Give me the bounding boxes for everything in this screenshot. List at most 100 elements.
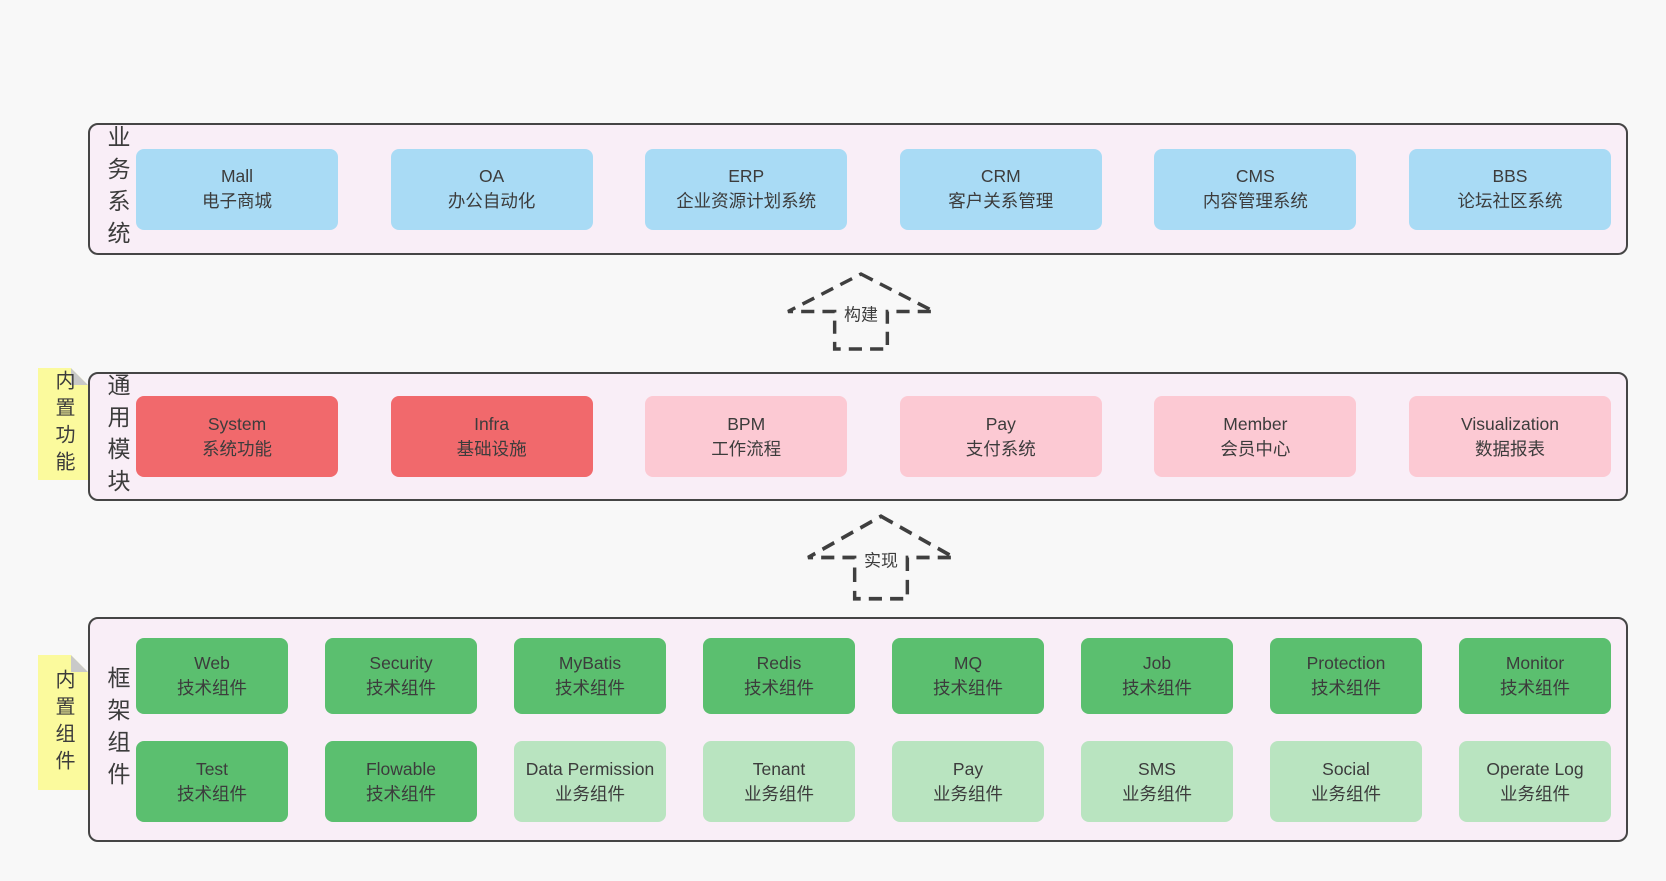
box-subtitle: 技术组件 [177, 783, 247, 804]
implement-arrow: 实现 [806, 514, 956, 601]
box-subtitle: 技术组件 [933, 678, 1003, 698]
box-title: Web [194, 653, 230, 674]
box-title: Mall [220, 166, 254, 187]
dashed-up-arrow-shape [787, 272, 935, 351]
box-title: ERP [728, 166, 765, 187]
box-pay: Pay 业务组件 [892, 741, 1044, 822]
box-bpm: BPM 工作流程 [645, 396, 848, 477]
box-subtitle: 技术组件 [1122, 678, 1192, 698]
box-oa: OA 办公自动化 [390, 148, 593, 230]
box-title: BPM [727, 413, 766, 434]
box-title: Tenant [752, 758, 806, 779]
box-social: Social 业务组件 [1270, 741, 1422, 822]
layer-side-label: 通用模块 [104, 372, 130, 501]
box-subtitle: 技术组件 [744, 678, 814, 698]
box-monitor: Monitor 技术组件 [1459, 638, 1611, 714]
box-title: Visualization [1461, 413, 1559, 434]
box-subtitle: 业务组件 [1500, 783, 1570, 804]
box-protection: Protection 技术组件 [1270, 638, 1422, 714]
box-title: Monitor [1505, 653, 1565, 674]
box-subtitle: 技术组件 [1500, 678, 1570, 698]
box-title: Protection [1306, 653, 1386, 674]
build-arrow: 构建 [786, 272, 936, 351]
box-title: Pay [952, 758, 984, 779]
box-operate-log: Operate Log 业务组件 [1459, 741, 1611, 822]
box-pay: Pay 支付系统 [899, 396, 1102, 477]
box-subtitle: 办公自动化 [447, 191, 536, 211]
box-test: Test 技术组件 [136, 741, 288, 822]
box-subtitle: 业务组件 [1122, 783, 1192, 804]
box-flowable: Flowable 技术组件 [325, 741, 477, 822]
dashed-up-arrow-shape [807, 514, 955, 601]
box-title: Pay [985, 413, 1016, 434]
box-erp: ERP 企业资源计划系统 [645, 148, 848, 230]
box-subtitle: 业务组件 [933, 783, 1003, 804]
box-subtitle: 企业资源计划系统 [676, 191, 817, 211]
box-subtitle: 工作流程 [711, 438, 782, 459]
box-title: Member [1223, 413, 1288, 434]
box-subtitle: 内容管理系统 [1202, 191, 1308, 211]
box-subtitle: 技术组件 [366, 783, 436, 804]
box-redis: Redis 技术组件 [703, 638, 855, 714]
box-title: Data Permission [525, 758, 655, 779]
box-title: SMS [1138, 758, 1176, 779]
box-title: CMS [1235, 166, 1275, 187]
box-cms: CMS 内容管理系统 [1154, 148, 1357, 230]
box-subtitle: 客户关系管理 [948, 191, 1054, 211]
box-subtitle: 基础设施 [456, 438, 527, 459]
box-tenant: Tenant 业务组件 [703, 741, 855, 822]
box-subtitle: 技术组件 [1311, 678, 1381, 698]
box-subtitle: 支付系统 [965, 438, 1036, 459]
box-title: Social [1322, 758, 1370, 779]
sticky-note-builtin-features: 内置功能 [38, 368, 88, 480]
box-title: Redis [756, 653, 802, 674]
sticky-note-builtin-components: 内置组件 [38, 655, 88, 790]
box-title: Test [195, 758, 229, 779]
box-subtitle: 系统功能 [202, 438, 272, 459]
box-member: Member 会员中心 [1154, 396, 1357, 477]
box-data-permission: Data Permission 业务组件 [514, 741, 666, 822]
box-subtitle: 论坛社区系统 [1457, 191, 1563, 211]
box-title: OA [478, 166, 505, 187]
build-arrow-label: 构建 [841, 300, 881, 326]
box-subtitle: 业务组件 [744, 783, 814, 804]
box-job: Job 技术组件 [1081, 638, 1233, 714]
sticky-note-label: 内置功能 [52, 370, 74, 478]
box-sms: SMS 业务组件 [1081, 741, 1233, 822]
box-subtitle: 业务组件 [555, 783, 625, 804]
box-title: Job [1142, 653, 1172, 674]
box-title: Operate Log [1486, 758, 1584, 779]
implement-arrow-label: 实现 [861, 546, 901, 572]
layer-side-label: 框架组件 [104, 665, 130, 794]
box-subtitle: 业务组件 [1311, 783, 1381, 804]
box-subtitle: 技术组件 [366, 678, 436, 698]
layer-side-label: 业务系统 [104, 125, 130, 253]
sticky-note-label: 内置组件 [52, 668, 74, 777]
box-mybatis: MyBatis 技术组件 [514, 638, 666, 714]
box-subtitle: 技术组件 [555, 678, 625, 698]
box-subtitle: 会员中心 [1220, 438, 1291, 459]
box-title: Infra [474, 413, 510, 434]
box-visualization: Visualization 数据报表 [1408, 396, 1611, 477]
box-title: MyBatis [558, 653, 622, 674]
box-title: Flowable [365, 758, 437, 779]
box-subtitle: 数据报表 [1474, 438, 1545, 459]
box-title: MQ [953, 653, 983, 674]
box-infra: Infra 基础设施 [390, 396, 593, 477]
box-mq: MQ 技术组件 [892, 638, 1044, 714]
